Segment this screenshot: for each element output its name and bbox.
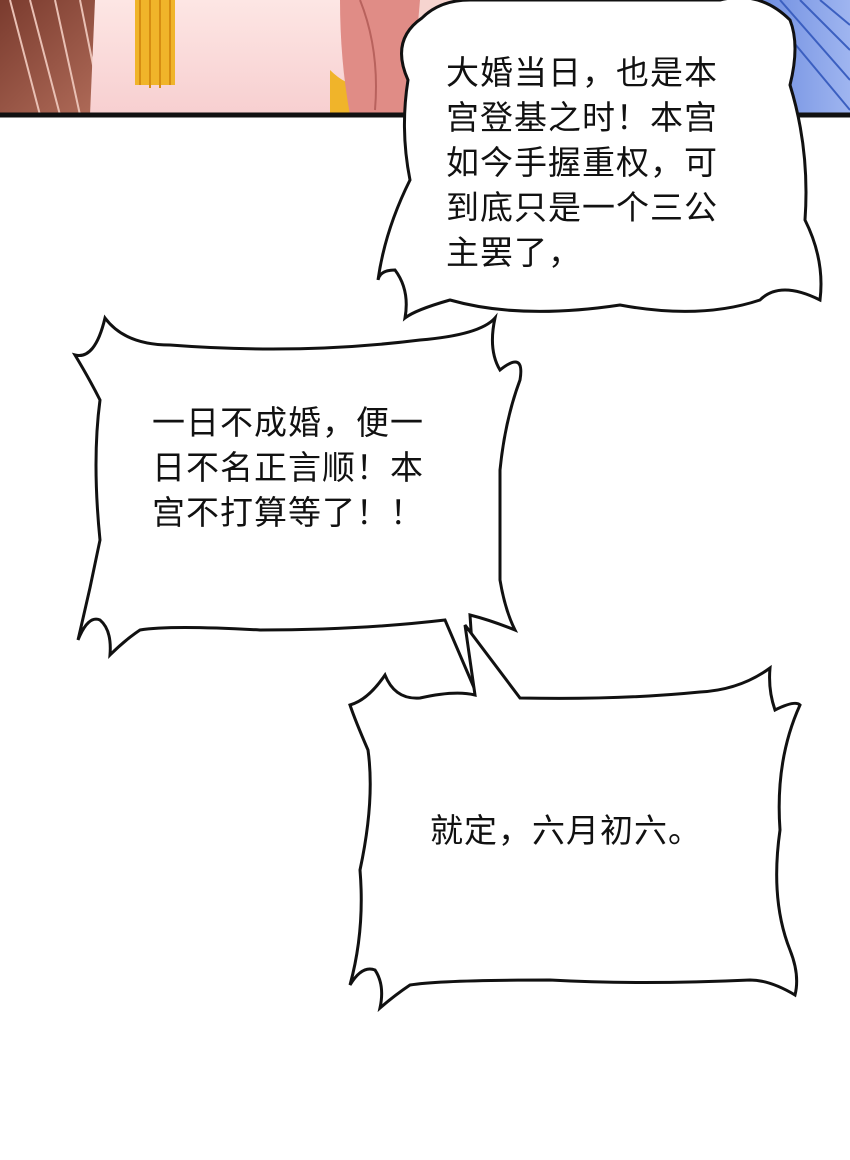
speech-bubble-3 — [348, 624, 802, 1013]
speech-bubble-1-text: 大婚当日，也是本 宫登基之时！本宫 如今手握重权，可 到底只是一个三公 主罢了， — [446, 53, 718, 272]
speech-bubble-2-text: 一日不成婚，便一 日不名正言顺！本 宫不打算等了！！ — [152, 403, 424, 532]
speech-bubble-3-text: 就定，六月初六。 — [430, 811, 702, 850]
speech-bubble-1 — [376, 0, 823, 322]
